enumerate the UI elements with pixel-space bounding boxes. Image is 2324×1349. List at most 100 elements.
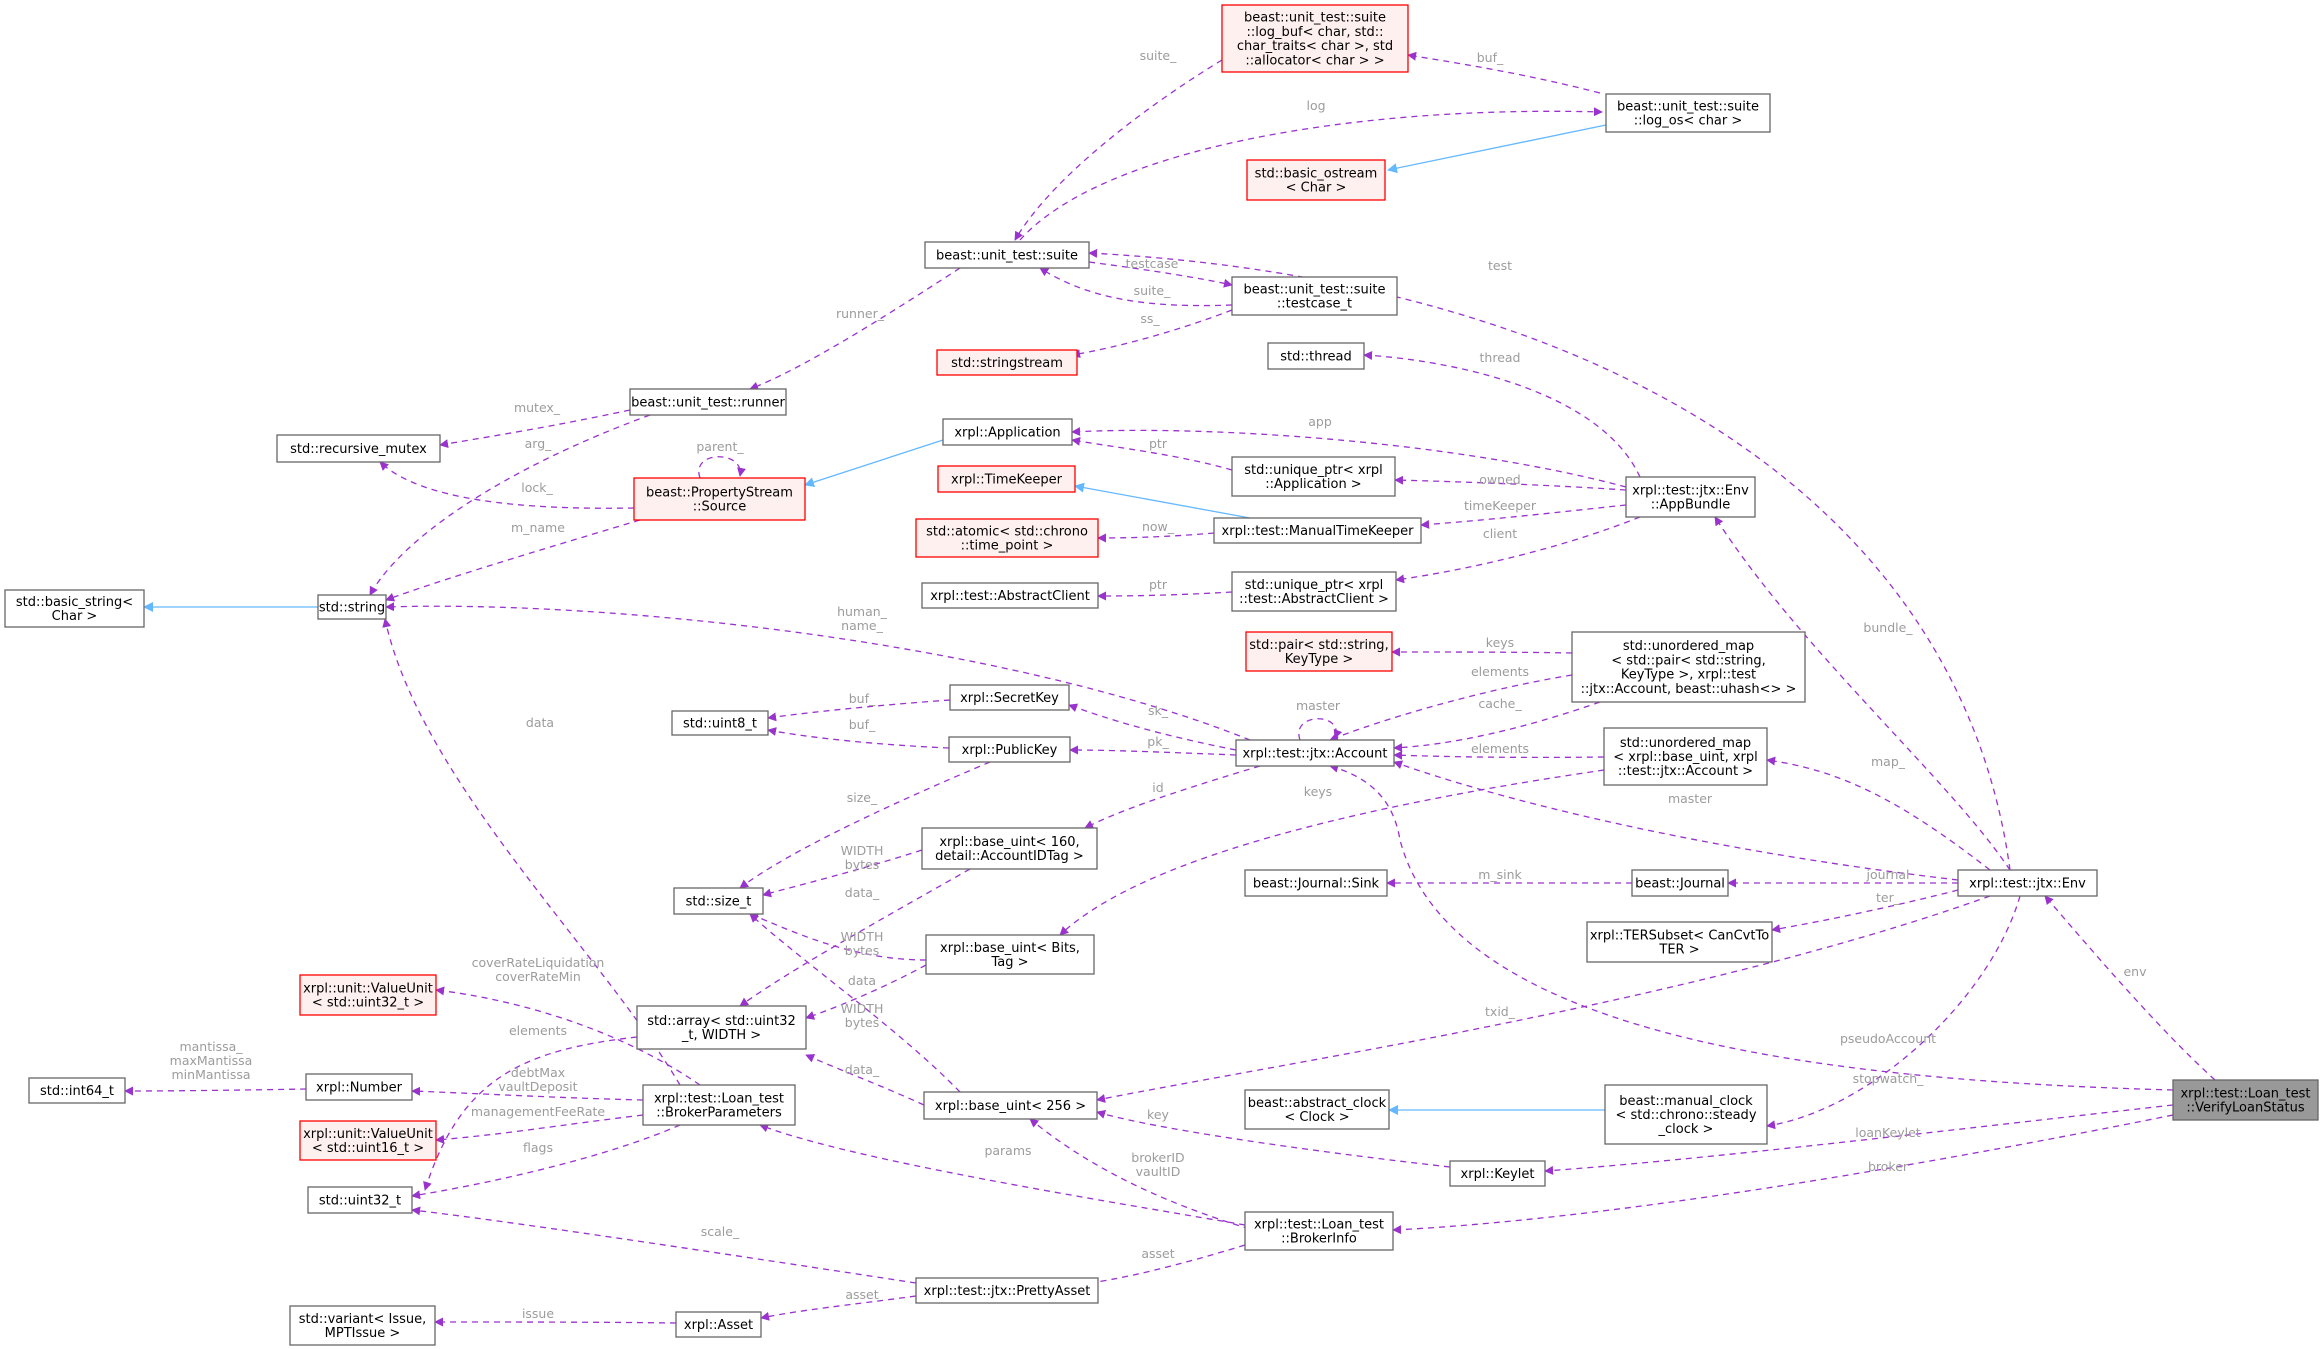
node-box — [1586, 921, 1773, 963]
node-label: xrpl::Application — [954, 426, 1060, 441]
class-node-uptr-client[interactable]: std::unique_ptr< xrpl::test::AbstractCli… — [1231, 571, 1397, 612]
class-node-brokerparams[interactable]: xrpl::test::Loan_test::BrokerParameters — [642, 1084, 796, 1126]
node-label: std::basic_ostream — [1255, 166, 1378, 181]
edge-label: name_ — [841, 618, 883, 633]
class-node-abstractclient[interactable]: xrpl::test::AbstractClient — [921, 582, 1099, 609]
class-node-string[interactable]: std::string — [317, 594, 387, 620]
class-node-keylet[interactable]: xrpl::Keylet — [1449, 1160, 1546, 1187]
node-box — [1244, 1211, 1394, 1251]
edge-label: stopwatch_ — [1853, 1071, 1925, 1086]
node-label: TER > — [1658, 943, 1699, 958]
class-node-journal-sink[interactable]: beast::Journal::Sink — [1244, 869, 1388, 897]
class-node-prettyasset[interactable]: xrpl::test::jtx::PrettyAsset — [915, 1277, 1099, 1304]
class-node-atomic-tp[interactable]: std::atomic< std::chrono::time_point > — [915, 518, 1099, 558]
node-box — [1571, 631, 1806, 703]
class-node-pair[interactable]: std::pair< std::string,KeyType > — [1245, 631, 1393, 672]
edge-label: now_ — [1142, 519, 1175, 534]
class-node-journal[interactable]: beast::Journal — [1631, 869, 1729, 897]
class-node-log-buf[interactable]: beast::unit_test::suite::log_buf< char, … — [1221, 4, 1409, 73]
node-label: beast::PropertyStream — [646, 485, 793, 500]
class-node-publickey[interactable]: xrpl::PublicKey — [948, 736, 1071, 763]
class-node-uptr-app[interactable]: std::unique_ptr< xrpl::Application > — [1231, 456, 1396, 497]
node-box — [1957, 869, 2098, 897]
edge-ostream-inh — [1387, 124, 1607, 174]
edge-label: id — [1152, 780, 1163, 795]
node-box — [949, 684, 1070, 711]
class-node-int64[interactable]: std::int64_t — [28, 1077, 126, 1104]
class-node-appbundle[interactable]: xrpl::test::jtx::Env::AppBundle — [1625, 476, 1756, 518]
class-node-basic-string[interactable]: std::basic_string<Char > — [4, 589, 145, 628]
class-node-base-uint256[interactable]: xrpl::base_uint< 256 > — [923, 1091, 1098, 1120]
node-box — [671, 710, 769, 736]
node-label: xrpl::TERSubset< CanCvtTo — [1590, 928, 1769, 943]
class-node-manualtk[interactable]: xrpl::test::ManualTimeKeeper — [1213, 517, 1422, 544]
edge-label: mantissa_ — [179, 1039, 243, 1054]
node-label: xrpl::test::Loan_test — [2180, 1086, 2310, 1101]
class-node-basic-ostream[interactable]: std::basic_ostream< Char > — [1246, 159, 1386, 201]
edge-label: log — [1306, 98, 1325, 113]
class-node-testcase[interactable]: beast::unit_test::suite::testcase_t — [1231, 276, 1398, 316]
edge-mantissa — [124, 1086, 307, 1096]
class-node-suite[interactable]: beast::unit_test::suite — [924, 241, 1090, 269]
class-node-base-uint-bits[interactable]: xrpl::base_uint< Bits,Tag > — [925, 934, 1095, 975]
node-box — [636, 1005, 807, 1050]
class-node-runner[interactable]: beast::unit_test::runner — [629, 388, 787, 416]
node-label: Tag > — [990, 955, 1028, 970]
node-box — [1605, 93, 1771, 133]
node-box — [1449, 1160, 1546, 1187]
class-node-secretkey[interactable]: xrpl::SecretKey — [949, 684, 1070, 711]
edge-label: elements — [1471, 741, 1529, 756]
class-node-brokerinfo[interactable]: xrpl::test::Loan_test::BrokerInfo — [1244, 1211, 1394, 1251]
class-node-size-t[interactable]: std::size_t — [673, 887, 764, 915]
edge-width160 — [762, 849, 923, 898]
class-node-array[interactable]: std::array< std::uint32_t, WIDTH > — [636, 1005, 807, 1050]
node-label: std::array< std::uint32 — [647, 1014, 796, 1029]
class-node-propstream[interactable]: beast::PropertyStream::Source — [633, 477, 806, 521]
class-node-vu32[interactable]: xrpl::unit::ValueUnit< std::uint32_t > — [299, 974, 437, 1016]
class-node-account[interactable]: xrpl::test::jtx::Account — [1235, 739, 1395, 767]
edge-master-env — [1393, 760, 1959, 881]
node-label: beast::Journal — [1635, 877, 1725, 892]
class-node-abstract-clock[interactable]: beast::abstract_clock< Clock > — [1244, 1089, 1390, 1130]
edge-label: elements — [1471, 664, 1529, 679]
node-label: xrpl::test::ManualTimeKeeper — [1222, 524, 1415, 539]
class-node-thread[interactable]: std::thread — [1267, 342, 1365, 370]
class-node-umap-pair[interactable]: std::unordered_map< std::pair< std::stri… — [1571, 631, 1806, 703]
class-node-recursive-mutex[interactable]: std::recursive_mutex — [276, 434, 441, 463]
class-node-log-os[interactable]: beast::unit_test::suite::log_os< char > — [1605, 93, 1771, 133]
node-label: xrpl::PublicKey — [962, 743, 1058, 758]
class-node-umap-uint[interactable]: std::unordered_map< xrpl::base_uint, xrp… — [1603, 727, 1768, 786]
edge-label: client — [1483, 526, 1517, 541]
node-label: std::string — [319, 601, 385, 616]
class-node-uint8[interactable]: std::uint8_t — [671, 710, 769, 736]
edge-label: human_ — [837, 604, 888, 619]
class-node-number[interactable]: xrpl::Number — [305, 1073, 413, 1101]
class-node-vu16[interactable]: xrpl::unit::ValueUnit< std::uint16_t > — [299, 1120, 437, 1161]
edge-buf-pk — [767, 727, 950, 749]
node-box — [4, 589, 145, 628]
class-node-stringstream[interactable]: std::stringstream — [936, 349, 1078, 376]
node-label: std::unordered_map — [1623, 639, 1754, 654]
node-label: std::basic_string< — [16, 595, 133, 610]
node-label: beast::Journal::Sink — [1253, 877, 1380, 892]
class-node-env[interactable]: xrpl::test::jtx::Env — [1957, 869, 2098, 897]
node-label: ::Application > — [1265, 477, 1361, 492]
class-node-verify[interactable]: xrpl::test::Loan_test::VerifyLoanStatus — [2172, 1079, 2319, 1121]
edge-size-pk — [739, 761, 991, 889]
class-node-asset[interactable]: xrpl::Asset — [675, 1311, 762, 1338]
edge-cache — [1393, 701, 1601, 753]
edge-stopwatch — [1766, 895, 2021, 1130]
edge-label: ter_ — [1876, 890, 1901, 905]
class-node-application[interactable]: xrpl::Application — [942, 418, 1073, 446]
class-node-manual-clock[interactable]: beast::manual_clock< std::chrono::steady… — [1604, 1084, 1768, 1145]
edge-label: coverRateMin — [495, 969, 581, 984]
edge-label: testcase — [1126, 256, 1179, 271]
edge-label: data — [526, 715, 554, 730]
class-node-uint32[interactable]: std::uint32_t — [307, 1186, 413, 1214]
class-node-timekeeper[interactable]: xrpl::TimeKeeper — [937, 465, 1076, 493]
class-node-variant[interactable]: std::variant< Issue,MPTIssue > — [289, 1305, 436, 1346]
edge-label: size_ — [847, 790, 878, 805]
class-node-base-uint160[interactable]: xrpl::base_uint< 160,detail::AccountIDTa… — [921, 827, 1098, 870]
node-box — [1221, 4, 1409, 73]
